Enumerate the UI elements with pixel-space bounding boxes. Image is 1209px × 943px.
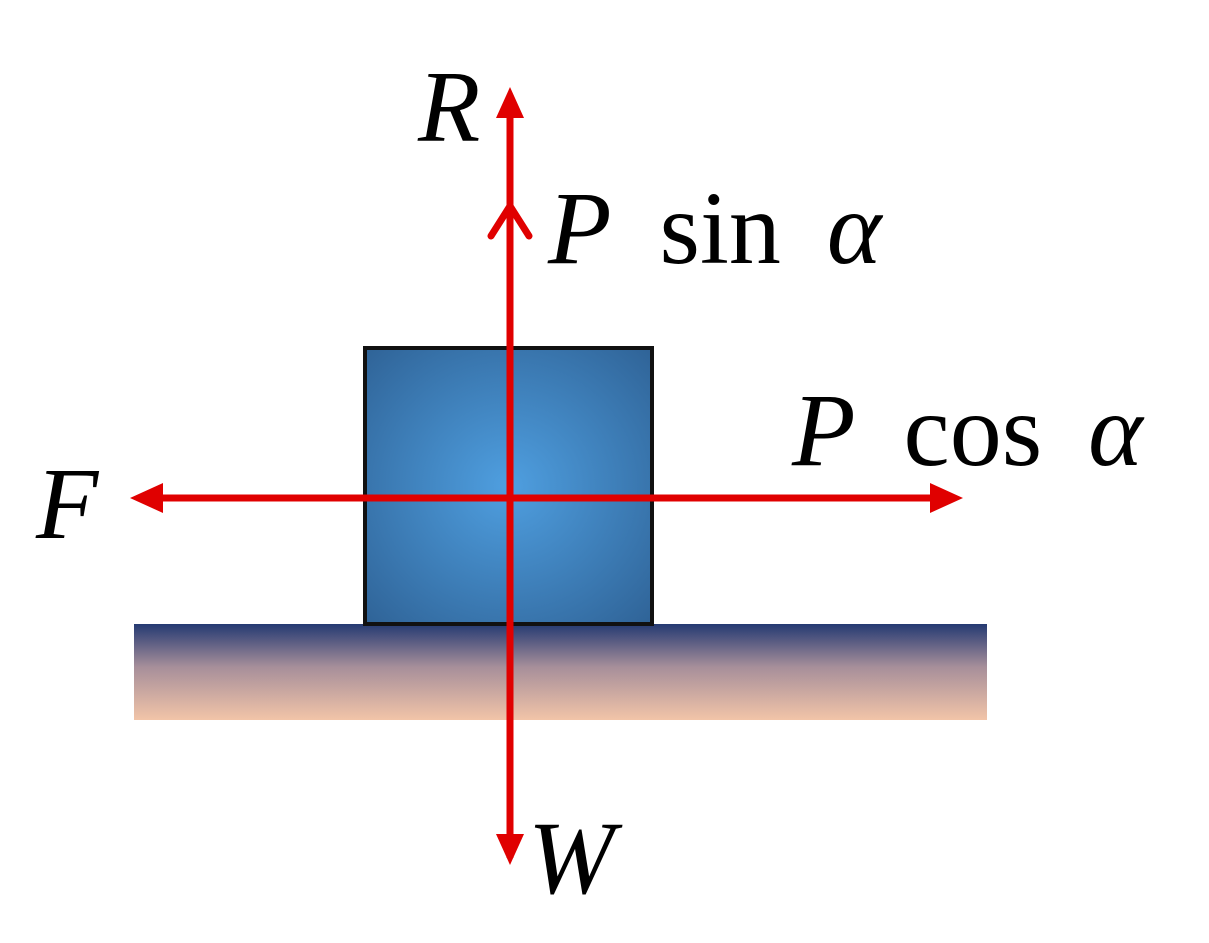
vertical-component-label: P sin α (547, 171, 884, 286)
horizontal-component-arrowhead (930, 483, 963, 513)
horizontal-component-symbol: P (791, 373, 856, 488)
horizontal-component-function: cos (904, 373, 1043, 488)
horizontal-component-angle: α (1088, 373, 1145, 488)
normal-reaction-arrowhead (496, 87, 524, 118)
ground-surface (134, 624, 987, 720)
horizontal-component-label: P cos α (791, 373, 1145, 488)
friction-label: F (35, 448, 100, 561)
weight-label: W (528, 801, 623, 916)
vertical-component-symbol: P (547, 171, 612, 286)
vertical-component-angle: α (827, 171, 884, 286)
normal-reaction-label: R (417, 51, 480, 164)
vertical-component-function: sin (660, 171, 781, 286)
vertical-component-arrowhead (487, 202, 533, 240)
weight-arrowhead (496, 834, 524, 865)
friction-arrowhead (130, 483, 163, 513)
